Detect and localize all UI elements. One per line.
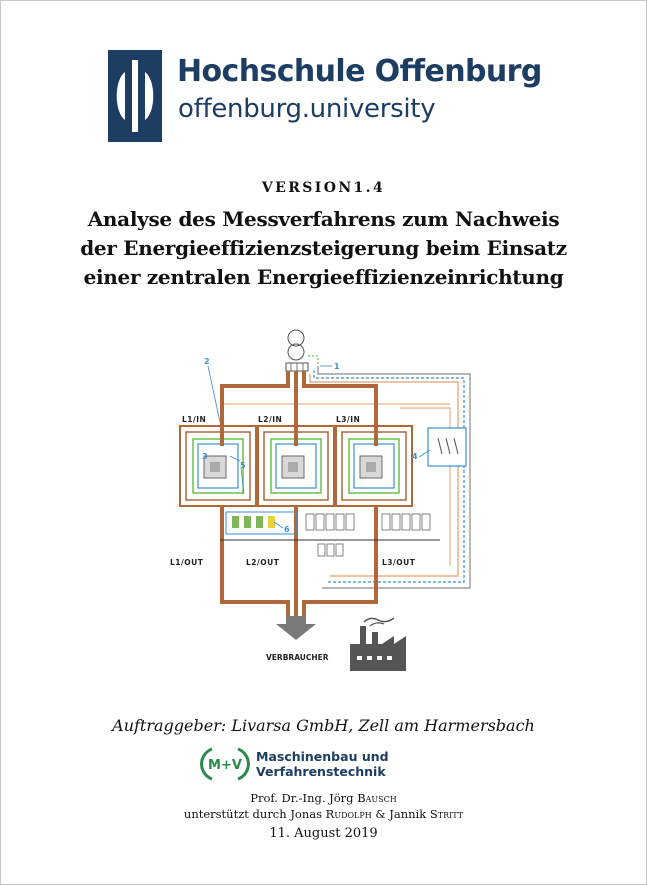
supply-bus <box>220 371 378 418</box>
neutral-breakers <box>317 543 344 557</box>
label-l2-in: L2/IN <box>258 415 282 424</box>
support-prefix: unterstützt durch Jonas <box>183 807 326 821</box>
client-line: Auftraggeber: Livarsa GmbH, Zell am Harm… <box>112 716 535 735</box>
label-l1-in: L1/IN <box>182 415 206 424</box>
label-l3-out: L3/OUT <box>382 558 416 567</box>
transformer-icon <box>285 329 319 372</box>
callout-5: 5 <box>240 461 246 470</box>
department-line-2: Verfahrenstechnik <box>256 764 386 779</box>
callout-leaders <box>207 365 431 529</box>
university-domain: offenburg.university <box>178 94 436 124</box>
university-name: Hochschule Offenburg <box>177 54 542 89</box>
title-line-3: einer zentralen Energieeffizienzeinricht… <box>83 265 564 289</box>
document-title: Analyse des Messverfahrens zum Nachweis … <box>0 205 647 292</box>
wiring-diagram: 1 2 3 4 5 6 L1/IN L2/IN L3/IN L1/OUT L2/… <box>170 329 471 671</box>
outer-wiring <box>222 366 471 589</box>
title-line-1: Analyse des Messverfahrens zum Nachweis <box>87 207 560 231</box>
professor-prefix: Prof. Dr.-Ing. Jörg <box>250 791 358 805</box>
breaker-row-l3 <box>381 513 431 531</box>
support-name-2: Stritt <box>429 807 464 821</box>
department-name: Maschinenbau und Verfahrenstechnik <box>256 749 389 779</box>
mv-logo-text: M+V <box>208 758 242 773</box>
callout-2: 2 <box>204 357 210 366</box>
label-l1-out: L1/OUT <box>170 558 204 567</box>
phase-block-l1 <box>179 425 257 507</box>
support-name-1: Rudolph <box>325 807 372 821</box>
label-l2-out: L2/OUT <box>246 558 280 567</box>
callout-3: 3 <box>202 452 208 461</box>
output-bus <box>220 594 378 618</box>
consumer-label: VERBRAUCHER <box>266 653 329 662</box>
consumer-arrow-icon <box>276 616 316 640</box>
callout-1: 1 <box>334 362 340 371</box>
factory-icon <box>350 617 406 671</box>
callout-6: 6 <box>284 525 290 534</box>
university-logo-icon <box>108 50 162 142</box>
mv-department-logo-icon: M+V <box>200 747 250 781</box>
measurement-unit <box>225 511 297 535</box>
department-line-1: Maschinenbau und <box>256 749 389 764</box>
support-mid: & Jannik <box>371 807 430 821</box>
label-l3-in: L3/IN <box>336 415 360 424</box>
professor-line: Prof. Dr.-Ing. Jörg Bausch <box>0 791 647 805</box>
title-line-2: der Energieeffizienzsteigerung beim Eins… <box>80 236 567 260</box>
professor-surname: Bausch <box>357 791 397 805</box>
callout-4: 4 <box>412 452 418 461</box>
document-version: VERSION1.4 <box>261 180 386 196</box>
support-line: unterstützt durch Jonas Rudolph & Jannik… <box>0 807 647 821</box>
breaker-row-l2 <box>305 513 355 531</box>
document-date: 11. August 2019 <box>269 826 378 841</box>
switch-box <box>427 427 467 467</box>
